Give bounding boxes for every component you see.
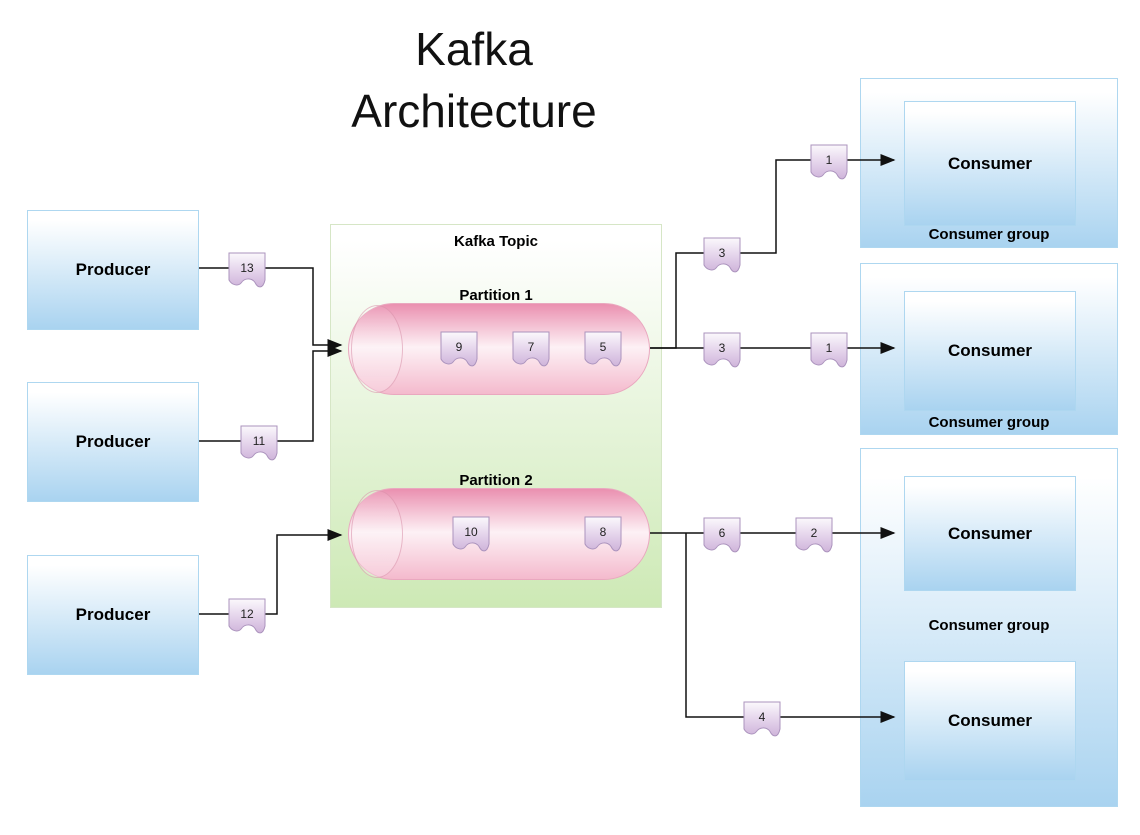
badge-number: 5 xyxy=(600,340,607,354)
badge-number: 8 xyxy=(600,525,607,539)
consumer-box: Consumer xyxy=(904,661,1076,781)
consumer-label: Consumer xyxy=(947,523,1033,543)
producer-box-2: Producer xyxy=(27,382,199,502)
message-badge: 3 xyxy=(703,237,741,273)
badge-shape xyxy=(440,331,478,367)
title-line-1: Kafka xyxy=(415,23,533,75)
badge-number: 11 xyxy=(253,434,266,448)
consumer-group-box-3: Consumer Consumer group Consumer xyxy=(860,448,1118,807)
producer-box-1: Producer xyxy=(27,210,199,330)
badge-number: 10 xyxy=(464,525,478,539)
consumer-label: Consumer xyxy=(947,711,1033,730)
producer-box-3: Producer xyxy=(27,555,199,675)
badge-shape xyxy=(584,331,622,367)
message-badge: 3 xyxy=(703,332,741,368)
producer-label: Producer xyxy=(75,260,151,279)
consumer-label: Consumer xyxy=(947,153,1033,173)
consumer-box: Consumer xyxy=(904,101,1076,226)
badge-number: 4 xyxy=(759,710,766,724)
badge-number: 3 xyxy=(719,246,726,260)
message-badge: 13 xyxy=(228,252,266,288)
badge-number: 9 xyxy=(456,340,463,354)
badge-number: 12 xyxy=(240,607,254,621)
kafka-topic-label: Kafka Topic xyxy=(454,233,538,250)
producer-label: Producer xyxy=(75,432,151,451)
badge-number: 7 xyxy=(528,340,535,354)
badge-number: 1 xyxy=(826,153,833,167)
message-badge: 9 xyxy=(440,331,478,367)
message-badge: 1 xyxy=(810,332,848,368)
producer-label: Producer xyxy=(75,605,151,624)
consumer-group-box-2: Consumer Consumer group xyxy=(860,263,1118,435)
cylinder-end-cap xyxy=(351,305,403,393)
title-line-2: Architecture xyxy=(351,85,597,137)
message-badge: 8 xyxy=(584,516,622,552)
partition-1-cylinder xyxy=(348,303,650,395)
badge-shape xyxy=(512,331,550,367)
message-badge: 2 xyxy=(795,517,833,553)
badge-shape xyxy=(452,516,490,552)
message-badge: 1 xyxy=(810,144,848,180)
consumer-group-label: Consumer group xyxy=(928,414,1050,431)
connector-producer3-partition2 xyxy=(199,529,343,615)
connector-producer1-partition1 xyxy=(199,267,343,351)
consumer-label: Consumer xyxy=(947,341,1033,360)
consumer-group-label: Consumer group xyxy=(928,617,1050,634)
partition-1-label: Partition 1 xyxy=(459,287,533,304)
badge-number: 1 xyxy=(826,341,833,355)
message-badge: 4 xyxy=(743,701,781,737)
message-badge: 6 xyxy=(703,517,741,553)
badge-number: 6 xyxy=(719,526,726,540)
cylinder-end-cap xyxy=(351,490,403,578)
message-badge: 10 xyxy=(452,516,490,552)
connector-partition1-consumer1 xyxy=(650,154,896,349)
badge-shape xyxy=(584,516,622,552)
message-badge: 12 xyxy=(228,598,266,634)
badge-number: 13 xyxy=(240,261,254,275)
badge-number: 3 xyxy=(719,341,726,355)
consumer-box: Consumer xyxy=(904,476,1076,591)
consumer-group-box-1: Consumer Consumer group xyxy=(860,78,1118,248)
message-badge: 7 xyxy=(512,331,550,367)
consumer-group-label: Consumer group xyxy=(928,226,1050,243)
diagram-title: Kafka Architecture xyxy=(229,18,719,142)
badge-number: 2 xyxy=(811,526,818,540)
message-badge: 5 xyxy=(584,331,622,367)
message-badge: 11 xyxy=(240,425,278,461)
partition-2-label: Partition 2 xyxy=(459,472,533,489)
consumer-box: Consumer xyxy=(904,291,1076,411)
